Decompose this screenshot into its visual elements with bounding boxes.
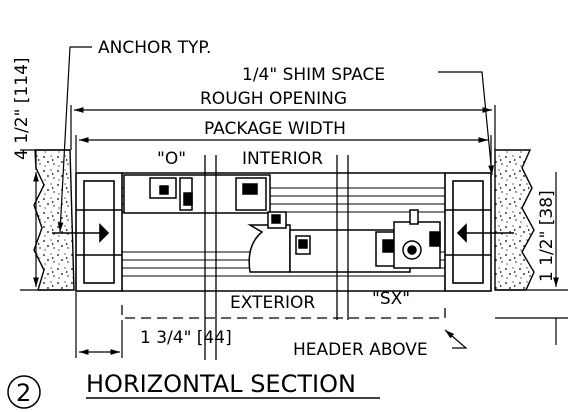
fixed-panel-label: "O" [157,149,186,169]
window-frame [75,172,492,292]
right-vertical-dimension [495,172,568,345]
interlock [267,211,287,229]
fixed-panel-o [123,174,271,214]
rough-opening-label: ROUGH OPENING [200,89,347,109]
rough-opening-dimension [70,105,496,150]
break-lines [204,155,349,360]
section-number: 2 [16,379,31,407]
section-title: HORIZONTAL SECTION [86,370,356,398]
section-number-circle [7,375,41,409]
right-wall-concrete [494,149,535,291]
header-above-label: HEADER ABOVE [293,340,428,360]
interior-label: INTERIOR [242,149,323,169]
sliding-panel-label: "SX" [372,289,410,309]
left-wall-concrete [33,149,75,291]
package-width-label: PACKAGE WIDTH [204,119,346,139]
leaders [57,46,494,349]
header-above-dashed [121,305,446,319]
sliding-panel-sx [247,209,441,273]
bottom-offset-dimension-label: 1 3/4" [44] [140,328,232,348]
shim-label: 1/4" SHIM SPACE [242,65,385,85]
right-vertical-dimension-label: 1 1/2" [38] [537,190,557,282]
anchors [52,223,514,243]
left-vertical-dimension-label: 4 1/2" [114] [12,57,32,160]
bottom-offset-dimension [75,292,123,358]
exterior-label: EXTERIOR [230,293,315,313]
left-vertical-dimension [20,149,70,291]
anchor-label: ANCHOR TYP. [98,38,211,58]
